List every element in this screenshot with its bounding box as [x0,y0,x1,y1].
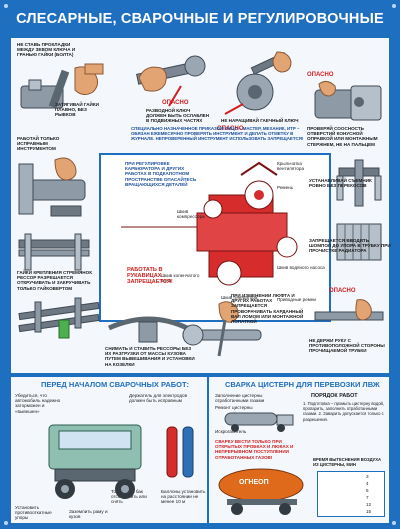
caption-pipe: НЕ ДЕРЖИ РУКУ С ПРОТИВОПОЛОЖНОЙ СТОРОНЫ … [309,338,385,354]
caption-carb: ПРИ РЕГУЛИРОВКЕ КАРБЮРАТОРА И ДРУГИХ РАБ… [125,161,197,187]
welding-item: Держатель для электродов должен быть исп… [129,393,188,404]
danger-label: ОПАСНО [162,100,189,106]
fuel-tank-illustration: ОГНЕОП [215,463,311,519]
table-cell: 12 [366,502,372,507]
caption-gasket: НЕ СТАВЬ ПРОКЛАДКИ МЕЖДУ ЗЕВОМ КЛЮЧА И Г… [17,42,76,58]
truck-illustration [35,405,155,505]
welding-item: Установить противооткатные упоры [15,505,52,521]
part-label: Шкив водяного насоса [277,265,325,270]
caption-springs: СНИМАТЬ И СТАВИТЬ РЕССОРЫ БЕЗ ИХ РАЗГРУЗ… [105,346,195,367]
radiator-illustration [331,218,387,266]
part-label: Шкив коленчатого вала [161,273,200,284]
pipe-illustration [311,296,387,340]
part-label: Ремень [277,185,294,190]
displacement-table: 3 4 5 7 12 15 [317,471,385,517]
tank-title: СВАРКА ЦИСТЕРН ДЛЯ ПЕРЕВОЗКИ ЛВЖ [225,380,380,389]
danger-label: ОПАСНО [217,126,244,132]
engine-diagram-box: ПРИ РЕГУЛИРОВКЕ КАРБЮРАТОРА И ДРУГИХ РАБ… [99,153,331,322]
section-divider [207,377,209,523]
welding-panel: ПЕРЕД НАЧАЛОМ СВАРОЧНЫХ РАБОТ: СВАРКА ЦИ… [11,377,389,523]
tank-item: Заполнение цистерны отработанными газами [215,393,265,404]
pliers-illustration [15,150,97,228]
tank-item: Ремонт цистерны [215,405,253,410]
caption-radiator: ЗАПРЕЩАЕТСЯ ВВОДИТЬ ШОМПОЛ ДО УПОРА В ТР… [309,238,391,254]
order-title: ПОРЯДОК РАБОТ [311,393,358,399]
tank-label: ОГНЕОП [239,479,269,486]
table-cell: 15 [366,509,372,514]
frame-illustration [15,290,105,340]
table-cell: 7 [366,495,369,500]
caption-wrench: РАЗВОДНОЙ КЛЮЧ ДОЛЖЕН БЫТЬ ОСЛАБЛЕН В ПО… [146,108,210,124]
caption-tool: РАБОТАЙ ТОЛЬКО ИСПРАВНЫМ ИНСТРУМЕНТОМ [17,136,60,152]
danger-label: ОПАСНО [329,288,356,294]
tank-item: Искрогаситель [215,429,247,434]
caption-puller: УСТАНАВЛИВАЙ СЪЕМНИК РОВНО БЕЗ ПЕРЕКОСОВ [309,178,372,189]
cardan-shaft-illustration [179,296,269,360]
part-label: Шкив компрессора [177,209,205,220]
order-warning: СВАРКУ ВЕСТИ ТОЛЬКО ПРИ ОТКРЫТЫХ ПРОБКАХ… [215,439,294,460]
caption-spring-nuts: ГАЙКИ КРЕПЛЕНИЯ СТРЕМЯНОК РЕССОР РАЗРЕША… [17,270,92,291]
part-label: Крыльчатка вентилятора [277,161,305,172]
spring-nut-illustration [15,230,97,276]
welding-title: ПЕРЕД НАЧАЛОМ СВАРОЧНЫХ РАБОТ: [41,380,189,389]
caption-tighten: ЗАТЯГИВАЙ ГАЙКИ ПЛАВНО, БЕЗ РЫВКОВ [55,102,99,118]
welding-item: Убедиться, что автомобиль надежно заторм… [15,393,61,414]
order-text: 1. Подготовка – промыть цистерну водой, … [303,401,385,422]
welding-item: Заземлить раму и кузов [69,509,108,520]
corner-pin [4,4,8,8]
adjustable-wrench-illustration [129,48,217,118]
welding-item: Баллоны установить на расстоянии не мене… [161,489,206,505]
corner-pin [392,4,396,8]
poster-title: СЛЕСАРНЫЕ, СВАРОЧНЫЕ И РЕГУЛИРОВОЧНЫЕ РА… [16,11,384,65]
leaf-spring-illustration [105,308,191,348]
gas-cylinders-illustration [161,417,201,487]
caption-extend: НЕ НАРАЩИВАЙ ГАЕЧНЫЙ КЛЮЧ [221,118,299,123]
flange-illustration [311,78,385,126]
inspection-notice: СПЕЦИАЛЬНО НАЗНАЧЕННОЕ ПРИКАЗОМ ЛИЦО – М… [131,126,304,142]
table-title: ВРЕМЯ ВЫТЕСНЕНИЯ ВОЗДУХА ИЗ ЦИСТЕРНЫ, МИ… [313,457,382,468]
table-cell: 5 [366,488,369,493]
part-label: Шкив генератора [221,295,258,300]
corner-pin [4,521,8,525]
part-label: Приводные ремни [277,297,316,302]
caption-holes: ПРОВЕРЯЙ СООСНОСТЬ ОТВЕРСТИЙ КОНУСНОЙ ОП… [307,126,378,147]
table-cell: 4 [366,481,369,486]
upper-panel: НЕ СТАВЬ ПРОКЛАДКИ МЕЖДУ ЗЕВОМ КЛЮЧА И Г… [11,38,391,373]
wrench-illustration [15,62,115,117]
caption-shaft: ПРИ ИЗМЕНЕНИИ ЛЮФТА И ДРУГИХ РАБОТАХ ЗАП… [231,293,304,325]
tank-truck-small-illustration [221,411,297,433]
extended-wrench-illustration [221,50,301,122]
engine-diagram [121,161,298,286]
puller-illustration [331,158,387,210]
caption-gloves: РАБОТАТЬ В РУКАВИЦАХ ЗАПРЕЩАЕТСЯ! [127,267,173,286]
table-cell: 3 [366,474,369,479]
danger-label: ОПАСНО [307,72,334,78]
corner-pin [392,521,396,525]
